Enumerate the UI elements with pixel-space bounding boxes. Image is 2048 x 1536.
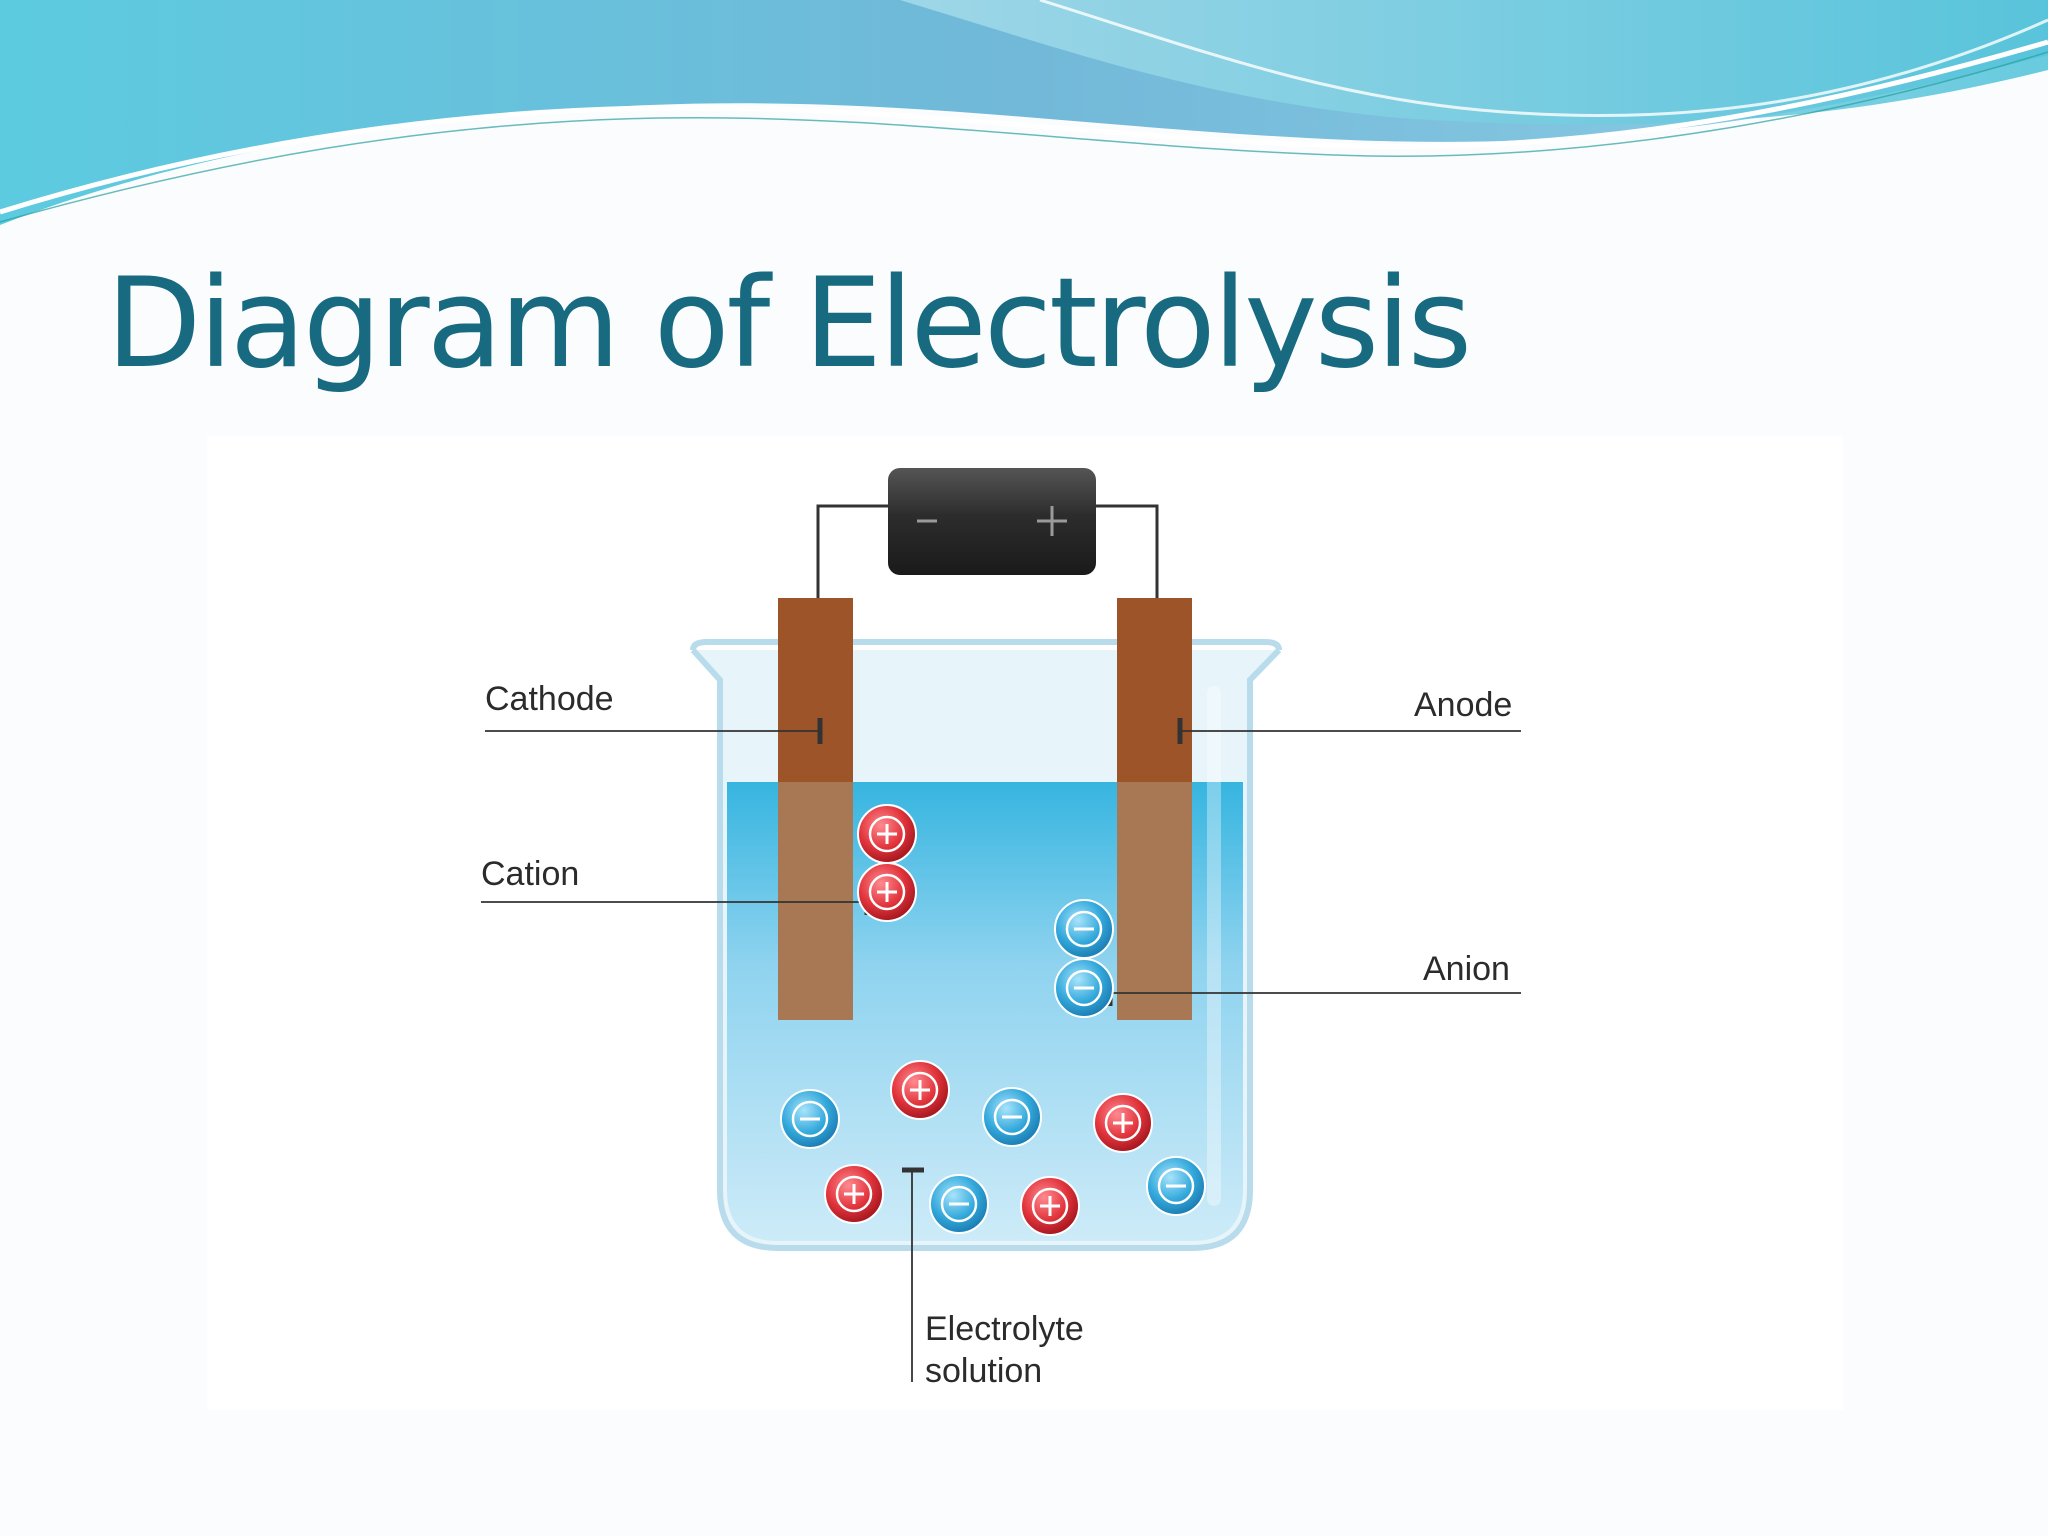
anion-ion [982,1087,1042,1147]
slide-title: Diagram of Electrolysis [106,252,1472,396]
cathode-label: Cathode [485,680,614,718]
cation-ion [857,862,917,922]
cation-label: Cation [481,855,580,893]
anode-label: Anode [1414,686,1513,724]
anion-ion [1054,958,1114,1018]
electrolysis-illustration [481,468,1521,1382]
cation-ion [824,1164,884,1224]
cation-ion [1093,1093,1153,1153]
wire-cathode [816,504,890,598]
anion-ion [1054,899,1114,959]
wire-anode [1096,504,1159,598]
cation-ion [857,804,917,864]
battery [888,468,1096,575]
cation-ion [890,1060,950,1120]
electrolysis-diagram: Cathode Cation Anode Anion Electrolyte s… [207,436,1843,1410]
anion-ion [780,1089,840,1149]
electrolyte-label-line2: solution [925,1352,1043,1390]
cathode-electrode [778,598,853,1020]
ions-group [780,804,1206,1236]
anode-electrode [1117,598,1192,1020]
electrolyte-label-line1: Electrolyte [925,1310,1084,1348]
anion-ion [929,1174,989,1234]
header-wave-decoration [0,0,2048,225]
anion-label: Anion [1423,950,1510,988]
cation-ion [1020,1176,1080,1236]
anion-ion [1146,1156,1206,1216]
electrolyte-solution-label: Electrolyte solution [925,1308,1084,1392]
